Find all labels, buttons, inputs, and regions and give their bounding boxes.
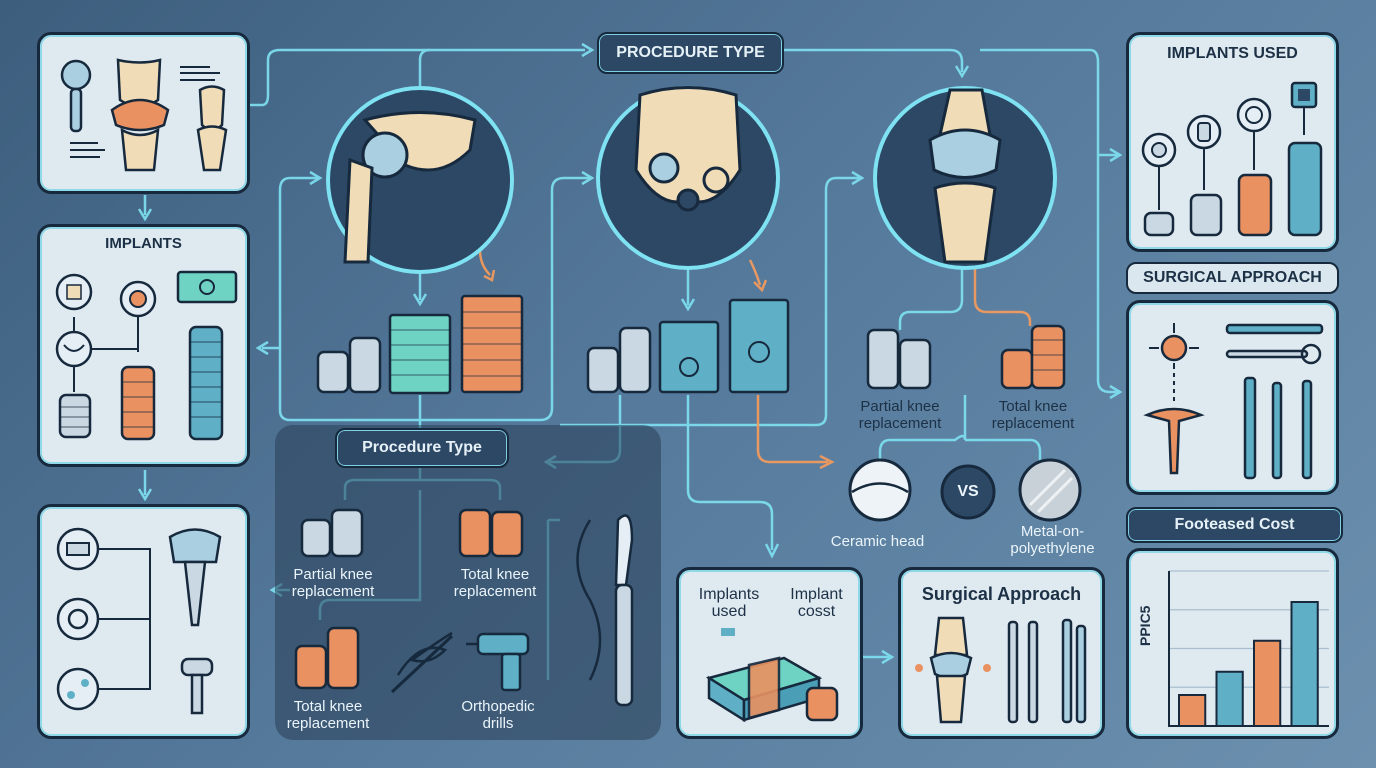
- surgical-approach-top-pill: SURGICAL APPROACH: [1126, 262, 1339, 294]
- implant-components-illustration: [56, 527, 222, 715]
- surgical-approach-illustration: [915, 616, 1087, 724]
- scalpel-icon: [1225, 323, 1324, 480]
- coin-stack-icon: [294, 508, 524, 690]
- scalpel-icon: [576, 514, 634, 707]
- ceramic-head-icon: [848, 458, 912, 522]
- implants-panel: IMPLANTS: [37, 224, 250, 467]
- forecast-cost-pill: Footeased Cost: [1126, 507, 1343, 543]
- implants-used-header: IMPLANTS USED: [1167, 45, 1298, 62]
- implant-components-panel: [37, 504, 250, 739]
- implant-part-icon: [1141, 132, 1177, 168]
- surgical-approach-bottom-header: Surgical Approach: [921, 584, 1082, 604]
- bone-icon: [55, 273, 93, 311]
- vs-badge: [940, 464, 996, 520]
- vs-label: VS: [957, 483, 979, 500]
- knee-joint-icon: [929, 616, 973, 724]
- implants-header: IMPLANTS: [105, 235, 182, 252]
- surgical-approach-top-panel: [1126, 300, 1339, 495]
- surgical-tools-illustration: [1143, 323, 1324, 480]
- hip-joint-icon: [596, 86, 780, 270]
- forecast-cost-chart-panel: PPIC5: [1126, 548, 1339, 739]
- cash-stack-icon: [705, 656, 823, 723]
- chart-bar: [1290, 601, 1319, 727]
- procedure-type-top-pill: PROCEDURE TYPE: [597, 32, 784, 74]
- metal-head-icon: [1018, 458, 1082, 522]
- knee-joint-icon: [873, 86, 1057, 270]
- drill-icon: [466, 632, 530, 692]
- gear-icon: [1236, 97, 1272, 133]
- plate-icon: [56, 527, 100, 571]
- target-icon: [1143, 323, 1205, 475]
- surgical-approach-bottom-panel: Surgical Approach: [898, 567, 1105, 739]
- coin-stack-icon: [805, 686, 839, 722]
- coin-stack-icon: [1143, 141, 1323, 237]
- screw-implant-icon: [180, 657, 214, 715]
- implants-cost-illustration: [55, 270, 238, 441]
- pin-icon: [1186, 114, 1222, 150]
- ceramic-head-label: Ceramic head: [830, 533, 925, 550]
- shoulder-joint-icon: [326, 86, 514, 274]
- gear-icon: [119, 280, 157, 318]
- chart-bar: [1178, 694, 1207, 727]
- chart-bar: [1215, 670, 1244, 727]
- chip-icon: [1290, 81, 1318, 109]
- implants-used-panel: IMPLANTS USED: [1126, 32, 1339, 252]
- joint-illustration: [60, 58, 228, 172]
- money-stack-illustration: [705, 628, 839, 723]
- forecast-cost-chart: [1168, 570, 1329, 727]
- joints-overview-panel: [37, 32, 250, 194]
- suture-icon: [390, 631, 454, 694]
- cash-stack-icon: [176, 270, 238, 304]
- scalpel-icon: [1007, 618, 1087, 724]
- implants-used-illustration: [1141, 81, 1323, 237]
- chart-bar: [1253, 639, 1282, 727]
- knee-implant-icon: [168, 528, 222, 627]
- metal-poly-label: Metal-on-polyethylene: [1010, 523, 1095, 557]
- procedure-type-mid-pill: Procedure Type: [335, 428, 509, 468]
